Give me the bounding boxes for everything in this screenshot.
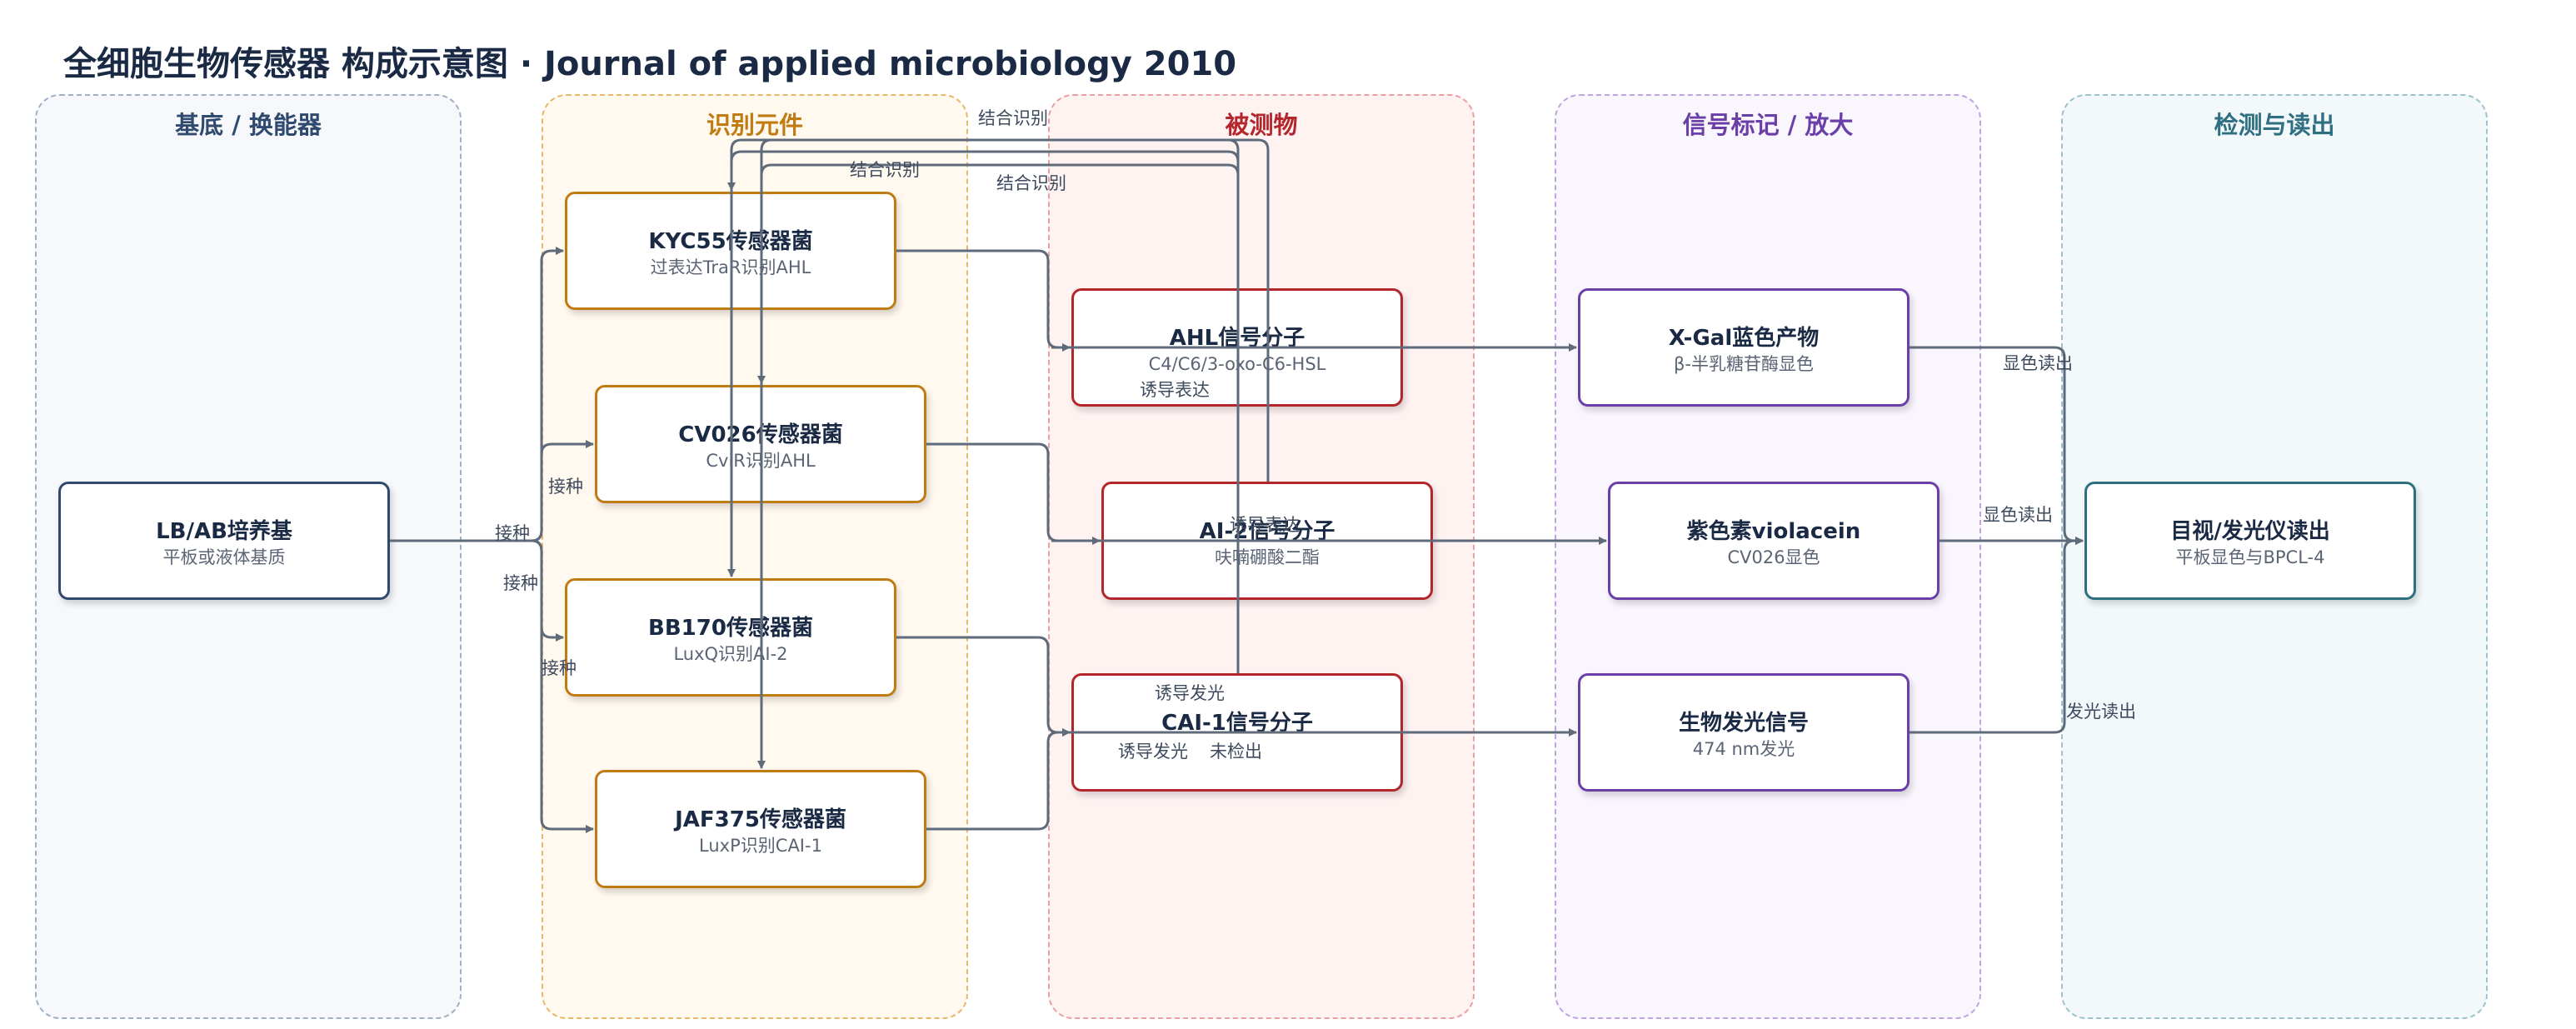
node-title: 目视/发光仪读出 <box>2170 519 2330 544</box>
edge-label-induce-luminescence: 诱导发光 <box>1155 683 1225 703</box>
edge-label-bind-recognize: 结合识别 <box>996 173 1066 193</box>
edge-label-induce-luminescence: 诱导发光 <box>1118 742 1188 762</box>
node-title: 紫色素violacein <box>1686 519 1861 544</box>
node-lb-ab-medium: LB/AB培养基 平板或液体基质 <box>58 482 390 600</box>
node-subtitle: 474 nm发光 <box>1692 739 1795 759</box>
node-subtitle: 平板或液体基质 <box>162 547 286 567</box>
lane-title-readout: 检测与读出 <box>2214 111 2335 139</box>
edge-label-color-readout: 显色读出 <box>1983 505 2053 525</box>
edge-ahl-to-bb170 <box>727 150 1240 577</box>
edge-label-color-readout: 显色读出 <box>2003 353 2073 373</box>
node-title: X-Gal蓝色产物 <box>1668 326 1820 351</box>
edge-biolum-to-readout <box>1910 537 2084 734</box>
edge-medium-to-kyc55 <box>390 247 564 542</box>
node-readout: 目视/发光仪读出 平板显色与BPCL-4 <box>2084 482 2416 600</box>
node-xgal-product: X-Gal蓝色产物 β-半乳糖苷酶显色 <box>1578 288 1910 407</box>
edge-label-inoculate: 接种 <box>548 477 583 497</box>
edge-cv026-to-ai2 <box>926 442 1101 545</box>
edge-label-inoculate: 接种 <box>542 658 577 678</box>
lane-title-recognition: 识别元件 <box>706 111 803 139</box>
lane-title-substrate: 基底 / 换能器 <box>175 111 322 139</box>
node-title: JAF375传感器菌 <box>675 807 846 832</box>
node-subtitle: 平板显色与BPCL-4 <box>2175 547 2325 567</box>
node-title: BB170传感器菌 <box>648 616 813 641</box>
edge-bb170-to-cai1 <box>896 636 1071 737</box>
edge-label-induce-expression: 诱导表达 <box>1230 515 1300 535</box>
edge-label-not-detected: 未检出 <box>1210 742 1262 762</box>
node-subtitle: β-半乳糖苷酶显色 <box>1674 354 1814 374</box>
edge-medium-to-jaf375 <box>390 539 594 833</box>
edge-label-induce-expression: 诱导表达 <box>1140 380 1210 400</box>
node-jaf375-sensor: JAF375传感器菌 LuxP识别CAI-1 <box>595 770 926 888</box>
lane-title-analyte: 被测物 <box>1225 111 1298 139</box>
edge-jaf375-to-cai1 <box>926 728 1071 831</box>
node-bioluminescence: 生物发光信号 474 nm发光 <box>1578 673 1910 792</box>
node-subtitle: CV026显色 <box>1727 547 1820 567</box>
edge-label-luminescence-readout: 发光读出 <box>2066 702 2136 722</box>
node-subtitle: 呋喃硼酸二酯 <box>1215 547 1320 567</box>
edge-label-inoculate: 接种 <box>495 523 530 543</box>
diagram-title: 全细胞生物传感器 构成示意图 · Journal of applied micr… <box>63 45 1237 83</box>
lane-title-signal: 信号标记 / 放大 <box>1682 111 1854 139</box>
node-subtitle: LuxP识别CAI-1 <box>699 836 822 856</box>
node-violacein: 紫色素violacein CV026显色 <box>1608 482 1939 600</box>
node-title: LB/AB培养基 <box>156 519 292 544</box>
edge-cai1-to-jaf375 <box>757 138 1240 769</box>
node-title: 生物发光信号 <box>1678 711 1809 736</box>
edge-label-bind-recognize: 结合识别 <box>850 160 920 180</box>
edge-ai2-to-cv026 <box>757 163 1240 500</box>
node-bb170-sensor: BB170传感器菌 LuxQ识别AI-2 <box>565 578 896 697</box>
edge-label-bind-recognize: 结合识别 <box>978 108 1048 128</box>
edge-kyc55-to-ahl <box>896 249 1071 352</box>
edge-label-inoculate: 接种 <box>503 573 538 593</box>
node-subtitle: LuxQ识别AI-2 <box>673 644 788 664</box>
